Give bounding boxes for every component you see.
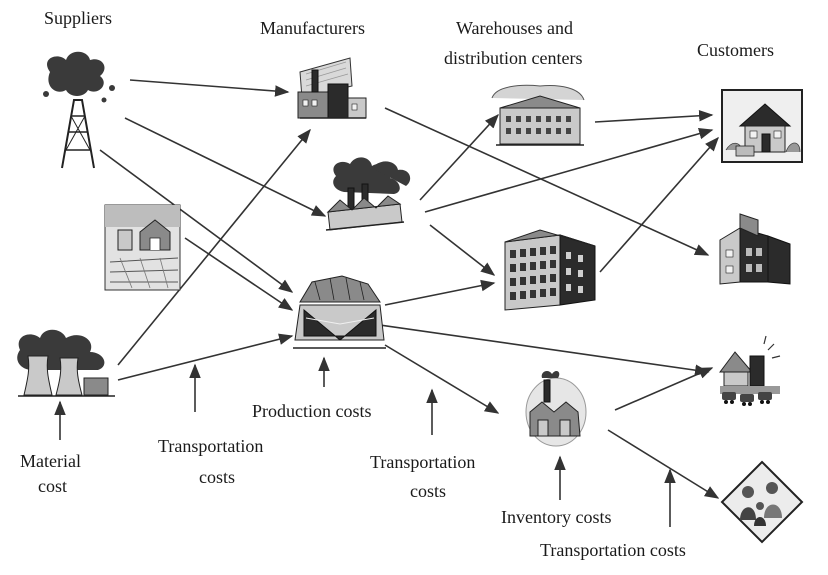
factory-icon	[297, 57, 367, 119]
family-icon	[720, 460, 804, 544]
arrow-plant-to-family	[607, 429, 720, 499]
stage-label-suppliers: Suppliers	[44, 8, 112, 28]
arrow-oil-to-factory	[129, 79, 290, 97]
cost-label-production: Production costs	[252, 401, 372, 421]
mine-icon	[293, 275, 386, 349]
arrow-oil-to-mine	[99, 149, 294, 293]
arrow-power-to-mine	[117, 333, 294, 381]
arrow-farm-to-mine	[184, 237, 294, 311]
arrow-mine-to-town	[379, 324, 710, 376]
arrow-power-to-factory	[117, 128, 311, 366]
stage-label-manufacturers: Manufacturers	[260, 18, 365, 38]
stage-label-warehouses-line2: distribution centers	[444, 48, 582, 68]
town-icon	[719, 335, 781, 406]
arrow-mine-to-plant	[384, 344, 500, 414]
arrow-smokestack-to-house	[424, 128, 714, 213]
house-icon	[721, 89, 803, 163]
oil-well-icon	[43, 51, 115, 169]
stage-label-warehouses-line1: Warehouses and	[456, 18, 573, 38]
smokestack-factory-icon	[325, 157, 411, 231]
cost-label-material-line2: cost	[38, 476, 67, 496]
cost-label-inventory: Inventory costs	[501, 507, 611, 527]
arrow-oil-to-smokestack	[124, 117, 327, 217]
cost-arrows	[54, 356, 676, 527]
cost-label-transport-1-line1: Transportation	[158, 436, 263, 456]
flow-arrows	[99, 79, 720, 499]
office-building-icon	[504, 229, 596, 311]
farm-icon	[104, 204, 181, 291]
warehouse-icon	[491, 84, 585, 146]
arrow-mine-to-office	[384, 279, 496, 306]
cost-label-transport-1-line2: costs	[199, 467, 235, 487]
cost-label-material-line1: Material	[20, 451, 81, 471]
cost-label-transport-2-line1: Transportation	[370, 452, 475, 472]
cost-label-transport-2-line2: costs	[410, 481, 446, 501]
power-plant-icon	[17, 329, 115, 397]
stage-label-customers: Customers	[697, 40, 774, 60]
arrow-office-to-house	[599, 136, 719, 273]
arrow-smokestack-to-office	[429, 224, 496, 276]
arrow-warehouse-to-house	[594, 110, 714, 123]
arrow-factory-to-store	[384, 107, 710, 256]
cost-label-transport-3: Transportation costs	[540, 540, 686, 560]
arrow-smokestack-to-warehouse	[419, 113, 499, 201]
distribution-plant-icon	[525, 371, 587, 447]
arrow-plant-to-town	[614, 367, 714, 411]
store-icon	[719, 213, 791, 285]
